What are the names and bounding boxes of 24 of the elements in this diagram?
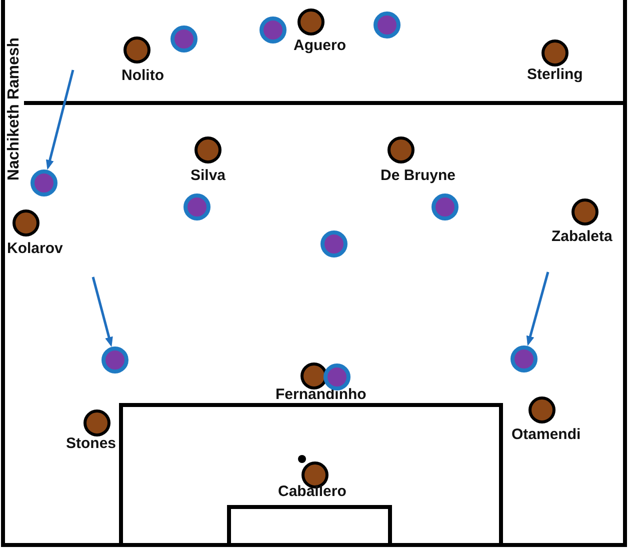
player-name: Silva: [190, 168, 226, 183]
player-name: Stones: [66, 436, 116, 451]
player-name: Nolito: [122, 68, 164, 83]
opponent-marker-icon: [373, 11, 401, 39]
player-name: Aguero: [294, 38, 346, 53]
opponent-marker-icon: [431, 193, 459, 221]
arrow: [46, 70, 74, 170]
opponent-marker-icon: [170, 25, 198, 53]
arrow: [526, 272, 550, 346]
opponent-marker-icon: [30, 169, 58, 197]
player-name: Sterling: [527, 67, 583, 82]
player-name: Otamendi: [512, 427, 581, 442]
arrow: [92, 276, 113, 347]
player-name: Caballero: [278, 484, 346, 499]
opponent-marker-icon: [259, 16, 287, 44]
player-name: Fernandinho: [276, 387, 366, 402]
opponent-marker-icon: [320, 230, 348, 258]
opponent-marker-icon: [101, 346, 129, 374]
player-name: Zabaleta: [552, 229, 612, 244]
player-name: Kolarov: [7, 241, 63, 256]
author-name: Nachiketh Ramesh: [6, 37, 22, 181]
player-name: De Bruyne: [380, 168, 456, 183]
opponent-marker-icon: [510, 345, 538, 373]
opponent-marker-icon: [183, 193, 211, 221]
